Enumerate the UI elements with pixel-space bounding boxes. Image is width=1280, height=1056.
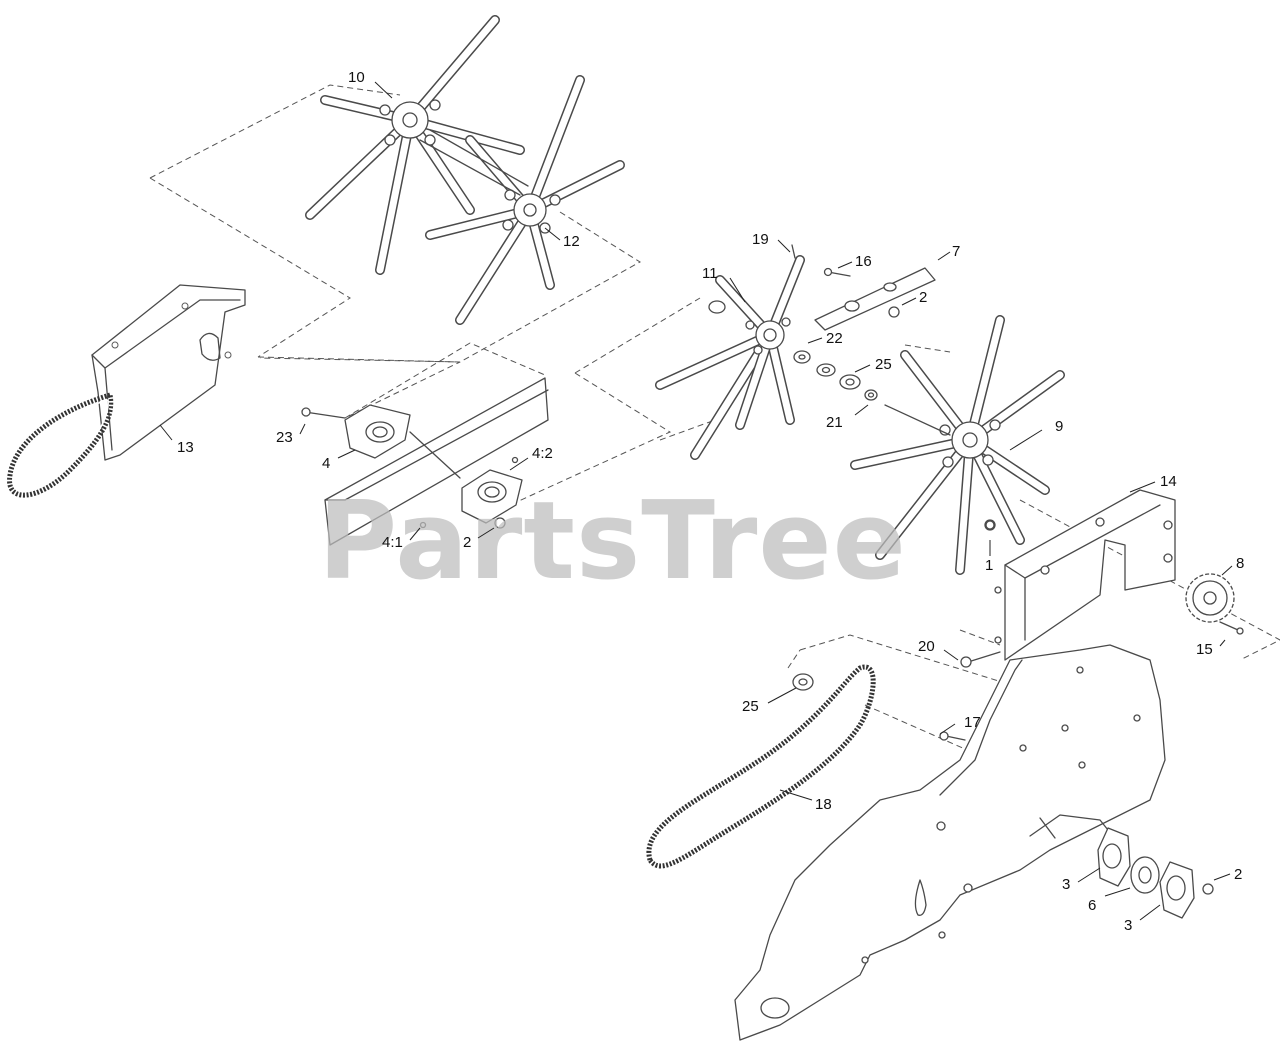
callout-13: 13 [177,439,194,456]
callout-4-1: 4:1 [382,534,403,551]
callout-21: 21 [826,414,843,431]
washer-25-lower [792,673,814,691]
watermark-text: PartsTree [318,479,907,604]
callout-12: 12 [563,233,580,250]
sprocket-8 [1185,573,1244,635]
callout-11: 11 [702,265,718,282]
callout-23: 23 [276,429,293,446]
tine-assembly-10-12 [305,7,625,325]
bolt-20 [960,651,1001,668]
tine-hub-12 [425,75,625,325]
callout-2-left: 2 [463,534,471,551]
bolt-17 [939,731,966,741]
callout-6: 6 [1088,897,1096,914]
callout-15: 15 [1196,641,1213,658]
callout-9: 9 [1055,418,1063,435]
callout-labels: 10 12 13 23 4 4:2 4:1 2 19 16 7 11 2 22 … [177,69,1244,934]
callout-4-2: 4:2 [532,445,553,462]
callout-3-b: 3 [1124,917,1132,934]
callout-8: 8 [1236,555,1244,572]
callout-10: 10 [348,69,365,86]
callout-1: 1 [985,557,993,574]
callout-7: 7 [952,243,960,260]
tine-hub-10 [305,7,525,275]
callout-18: 18 [815,796,832,813]
bearing-set-3-6 [1097,827,1214,919]
leader-lines [159,81,1233,921]
callout-3-a: 3 [1062,876,1070,893]
callout-2-top: 2 [919,289,927,306]
callout-16: 16 [855,253,872,270]
callout-19: 19 [752,231,769,248]
callout-2-right: 2 [1234,866,1242,883]
bracket-14 [985,489,1176,661]
tine-assembly-11 [655,244,936,460]
callout-22: 22 [826,330,843,347]
chain-18 [646,664,876,869]
tine-assembly-9 [850,315,1065,575]
callout-25-top: 25 [875,356,892,373]
callout-4: 4 [322,455,330,472]
side-frame-plate [734,644,1166,1041]
bearing-assembly-4 [301,377,549,546]
callout-20: 20 [918,638,935,655]
chain-guard-13 [7,284,246,498]
callout-14: 14 [1160,473,1177,490]
callout-25-low: 25 [742,698,759,715]
callout-17: 17 [964,714,981,731]
